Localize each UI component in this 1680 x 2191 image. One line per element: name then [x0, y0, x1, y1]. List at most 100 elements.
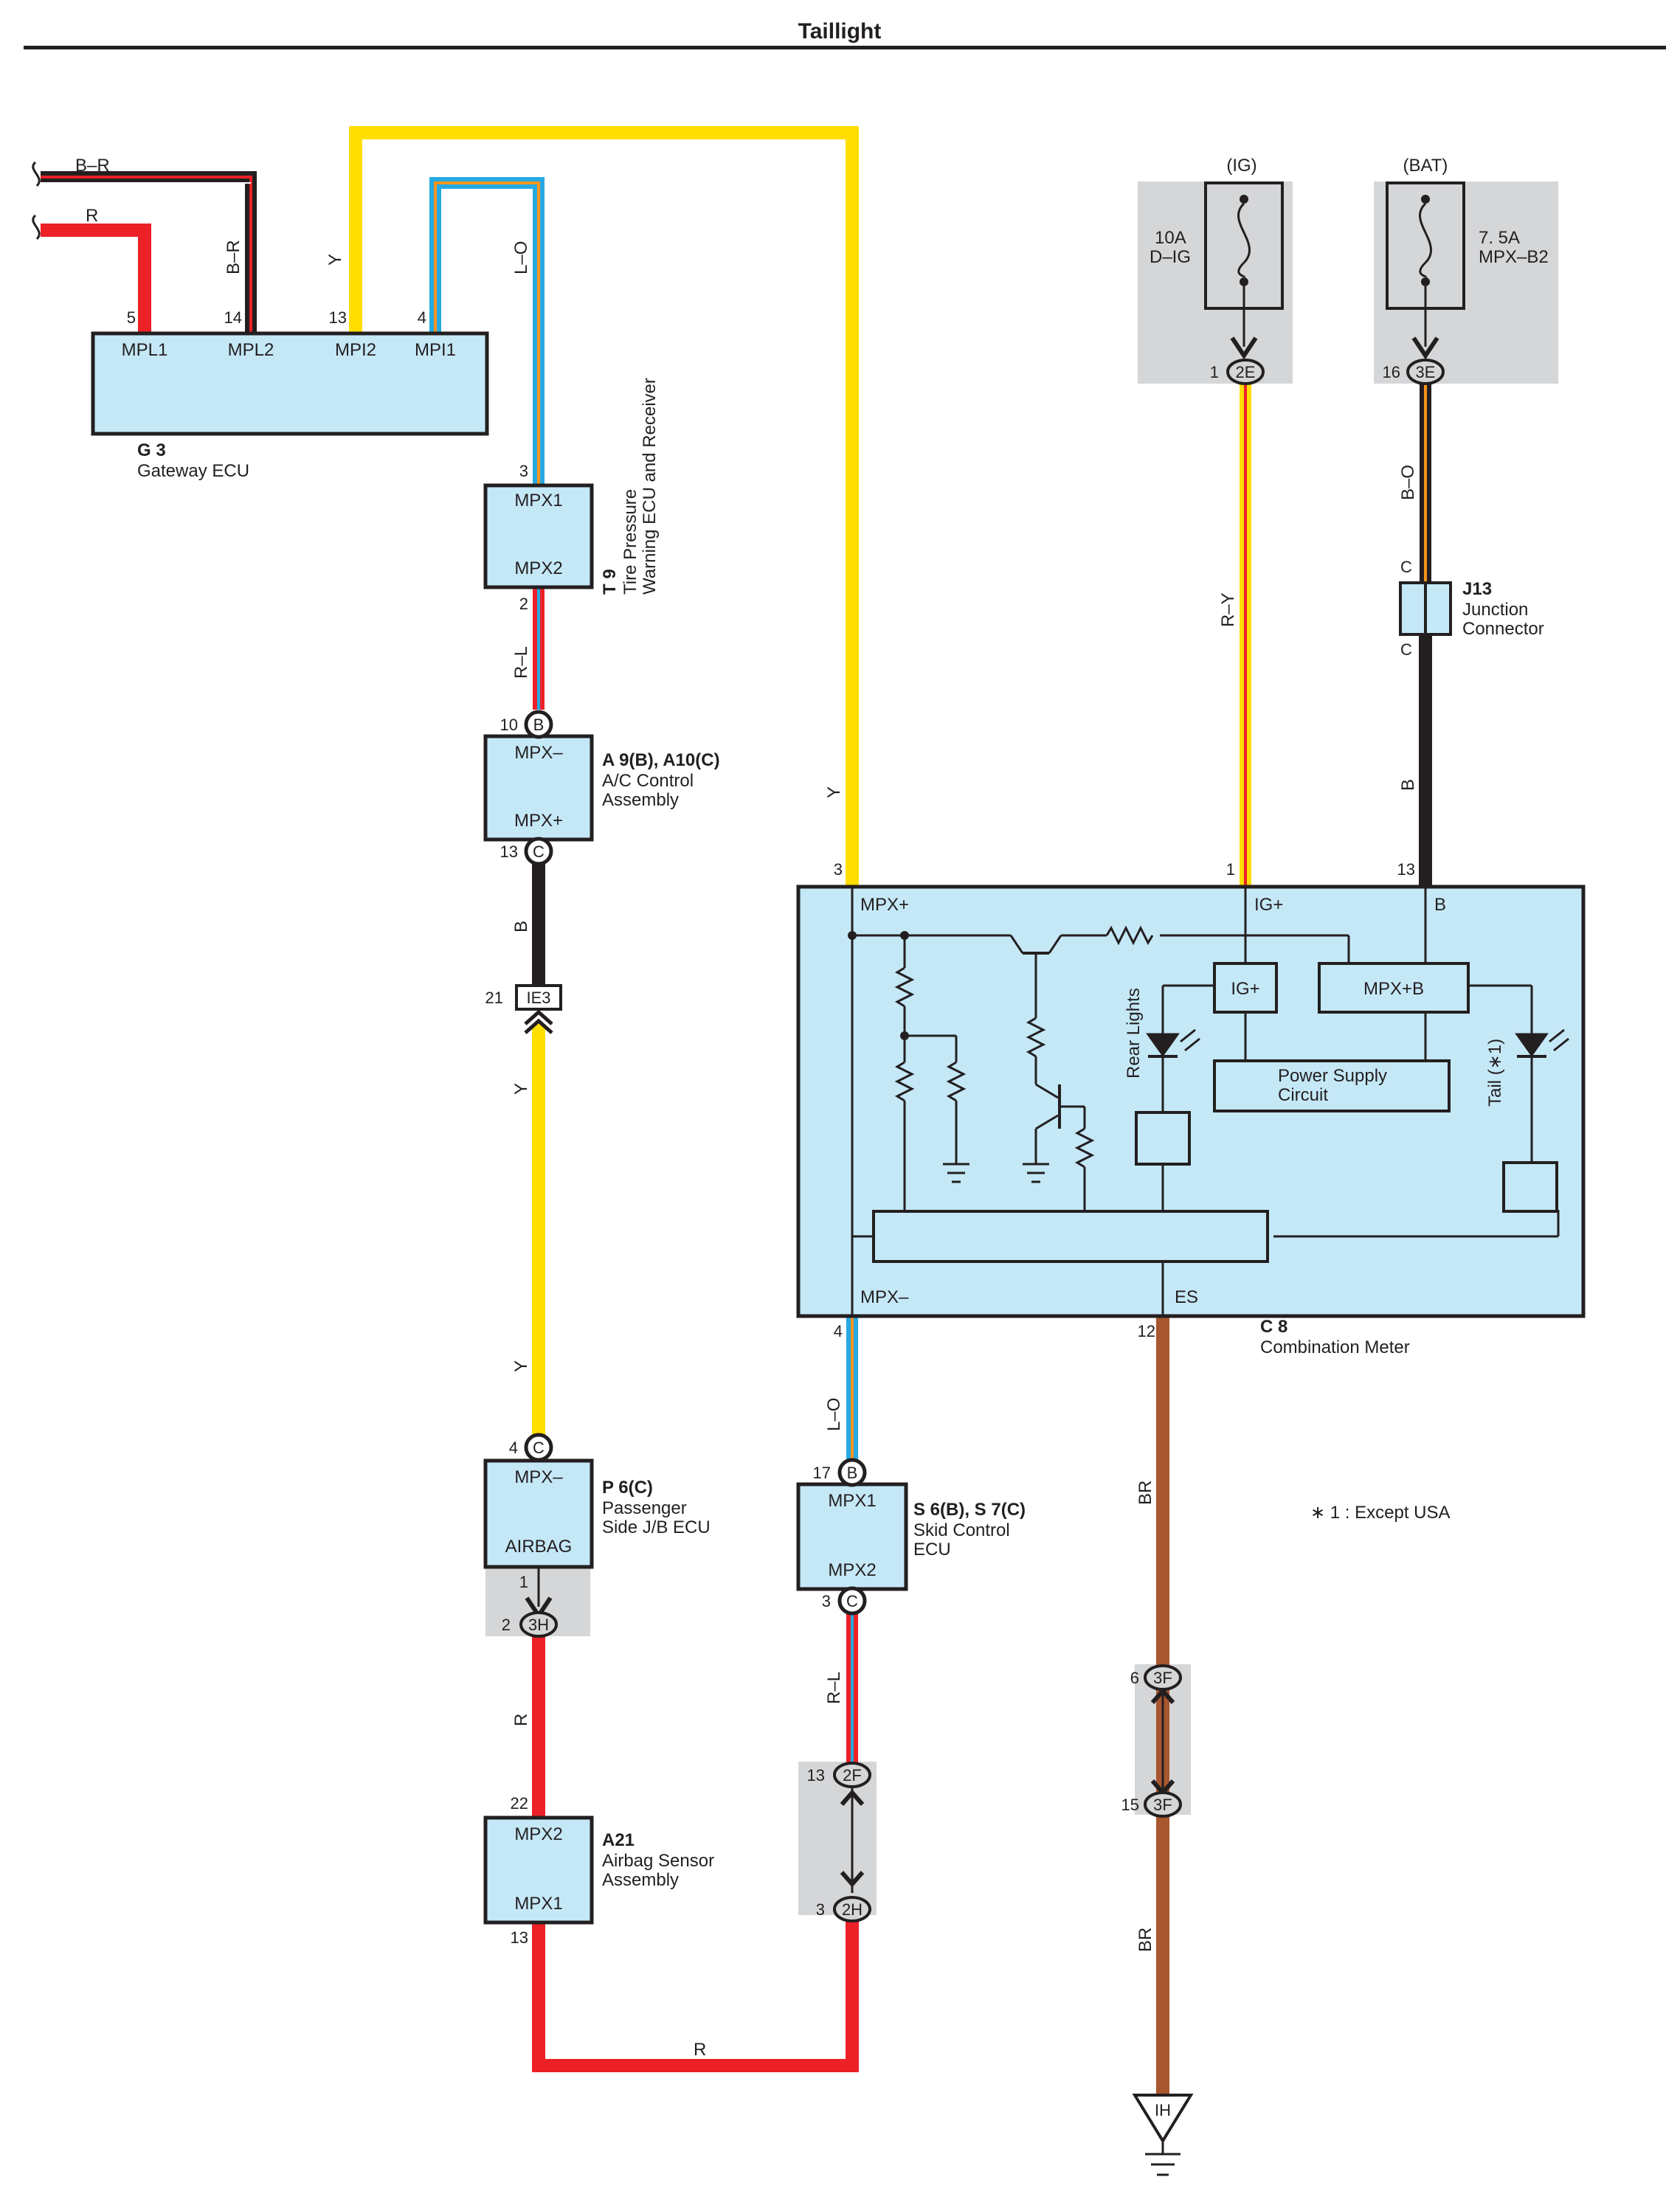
meter-pin-b: 13 — [1397, 860, 1415, 879]
meter-inner-mpxb: MPX+B — [1363, 979, 1424, 999]
j13-pin-bottom: C — [1400, 640, 1412, 659]
chevron-down-icon — [1230, 336, 1258, 360]
airbag-mpx2: MPX2 — [514, 1824, 562, 1844]
ig-fuse-name: D–IG — [1150, 247, 1191, 267]
fuse-icon — [1237, 202, 1251, 279]
gateway-mpi1: MPI1 — [415, 340, 456, 360]
led-icon — [1146, 1033, 1180, 1057]
connector-3h — [519, 1611, 558, 1638]
wire-label-y-mid1: Y — [511, 1083, 531, 1095]
ig-fuse-amp: 10A — [1155, 228, 1186, 248]
title-rule — [24, 46, 1666, 49]
conn-2f-pin: 13 — [807, 1766, 825, 1785]
resistor — [1105, 925, 1154, 946]
skid-name-1: Skid Control — [913, 1520, 1010, 1540]
chevron-up-icon — [1150, 1687, 1175, 1704]
passenger-jb-ecu: 4 C MPX– AIRBAG 1 2 3H P 6(C) Passenger … — [483, 1433, 711, 1638]
jb-pin-inner: 1 — [519, 1573, 528, 1591]
airbag-pin-top: 22 — [511, 1794, 528, 1813]
ie3-label: IE3 — [526, 989, 550, 1007]
connector-ie3: 21 IE3 — [485, 984, 562, 1034]
ac-mpx-plus: MPX+ — [514, 811, 563, 831]
wire-labels: B–R R B–R Y L–O R–L B Y Y R R Y L–O R–L … — [75, 156, 1418, 2060]
wire-label-b-o: B–O — [1398, 465, 1418, 500]
connector-3f-pair: 6 3F 15 3F — [1121, 1664, 1182, 1818]
connector-c — [524, 1433, 553, 1462]
wire-label-r-y: R–Y — [1218, 592, 1238, 627]
airbag-sensor-assembly: 22 13 MPX2 MPX1 A21 Airbag Sensor Assemb… — [483, 1794, 714, 1947]
j13-name-2: Connector — [1462, 619, 1544, 639]
wire-y-loop — [349, 126, 859, 887]
ig-fuse-area — [1138, 181, 1293, 384]
gateway-pin-4: 4 — [418, 308, 426, 327]
airbag-name-1: Airbag Sensor — [602, 1851, 714, 1871]
wire-r-bottom — [532, 1918, 859, 2072]
junction-connector-j13: C C J13 Junction Connector — [1399, 558, 1544, 659]
page-title: Taillight — [798, 19, 882, 44]
skid-conn-bottom: C — [846, 1592, 858, 1610]
meter-mpx-minus: MPX– — [860, 1287, 909, 1307]
gateway-pin-13: 13 — [329, 308, 347, 327]
bat-fuse-amp: 7. 5A — [1479, 228, 1520, 248]
gateway-ecu: 5 14 13 4 MPL1 MPL2 MPI2 MPI1 G 3 Gatewa… — [91, 308, 489, 481]
connector-2h — [833, 1896, 871, 1922]
jb-conn-top: C — [533, 1439, 545, 1457]
meter-es: ES — [1175, 1287, 1198, 1307]
wire-label-br-1: BR — [1135, 1481, 1155, 1505]
chevron-down-icon — [840, 1871, 865, 1888]
gateway-pin-14: 14 — [224, 308, 242, 327]
resistor — [946, 1061, 967, 1102]
bat-pin: 16 — [1383, 363, 1400, 381]
tail-label: Tail (∗1) — [1485, 1039, 1505, 1107]
jb-name-2: Side J/B ECU — [602, 1517, 711, 1537]
tpms-mpx1: MPX1 — [514, 491, 562, 510]
ac-name-1: A/C Control — [602, 771, 694, 791]
meter-mpxb-box — [1318, 962, 1470, 1014]
led-icon — [1515, 1033, 1549, 1057]
meter-mpx-plus: MPX+ — [860, 895, 909, 915]
connector-2f-2h: 13 2F 3 2H — [807, 1762, 871, 1922]
connector-2e-label: 2E — [1236, 363, 1256, 381]
tpms-mpx2: MPX2 — [514, 558, 562, 578]
ac-conn-bottom: C — [533, 842, 545, 861]
fuse-bat: (BAT) 7. 5A MPX–B2 16 3E — [1383, 156, 1549, 385]
airbag-pin-bottom: 13 — [511, 1928, 528, 1947]
connector-2f — [833, 1762, 871, 1788]
rear-lights-driver-box — [1135, 1111, 1191, 1166]
jb-pin-out: 2 — [502, 1616, 511, 1634]
tpms-name-2: Warning ECU and Receiver — [640, 378, 660, 595]
jb-conn-out: 3H — [528, 1616, 549, 1634]
wire-label-y-top: Y — [325, 254, 345, 266]
resistor — [894, 966, 915, 1008]
jb-pin-top: 4 — [509, 1439, 518, 1457]
wire-label-y-mid2: Y — [511, 1360, 531, 1372]
tpms-pin-top: 3 — [519, 462, 528, 480]
skid-control-ecu: 17 B MPX1 MPX2 3 C S 6(B), S 7(C) Skid C… — [796, 1458, 1026, 1616]
connector-c — [837, 1586, 867, 1616]
wire-label-l-o-top: L–O — [511, 241, 531, 274]
connector-2h-label: 2H — [842, 1900, 863, 1919]
skid-conn-top: B — [847, 1464, 858, 1482]
j13-code: J13 — [1462, 579, 1492, 599]
wire-label-r-3h: R — [511, 1714, 531, 1726]
meter-internal-circuit — [851, 887, 1569, 1316]
meter-pin-ig: 1 — [1226, 860, 1235, 879]
wire-label-b-meter: B — [1398, 779, 1418, 791]
jb-mpx-minus: MPX– — [514, 1467, 563, 1487]
skid-pin-bottom: 3 — [822, 1592, 831, 1610]
tail-driver-box — [1502, 1161, 1558, 1213]
conn-3f-pin-b: 15 — [1121, 1796, 1139, 1814]
airbag-name-2: Assembly — [602, 1870, 679, 1890]
power-supply-circuit-box — [1213, 1059, 1451, 1112]
resistor — [894, 1061, 915, 1102]
psc-line-2: Circuit — [1278, 1085, 1328, 1105]
connector-3f-b-label: 3F — [1153, 1796, 1172, 1814]
meter-ig-plus: IG+ — [1254, 895, 1283, 915]
conn-2h-pin: 3 — [816, 1900, 825, 1919]
j13-name-1: Junction — [1462, 600, 1528, 620]
meter-code: C 8 — [1260, 1317, 1287, 1337]
jb-airbag: AIRBAG — [505, 1537, 573, 1557]
wire-label-b-ac: B — [511, 921, 531, 932]
ac-mpx-minus: MPX– — [514, 743, 563, 763]
